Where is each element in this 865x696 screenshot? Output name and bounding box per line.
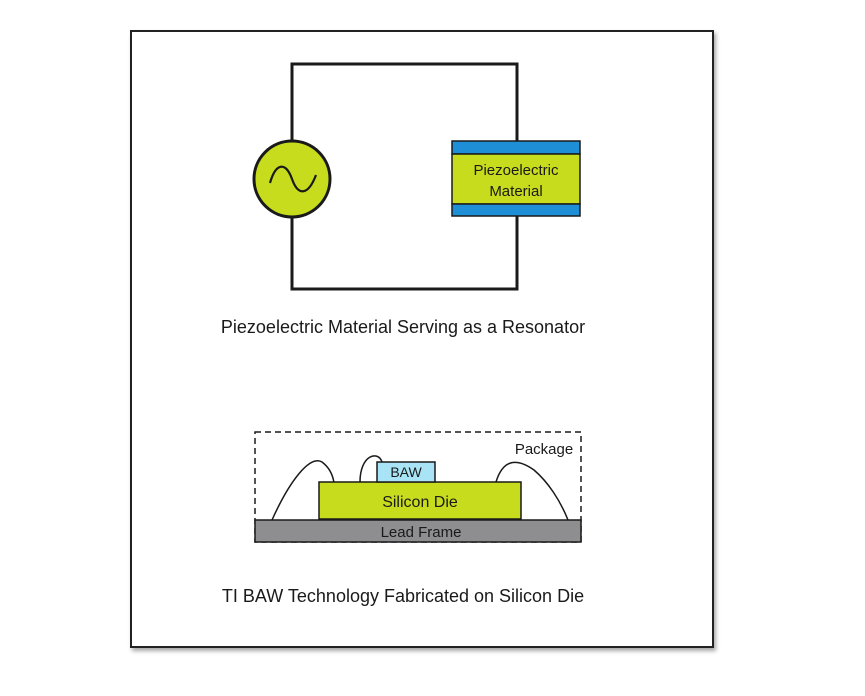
lead-frame-label: Lead Frame <box>381 524 462 541</box>
package-label: Package <box>515 441 573 458</box>
material-label-line2: Material <box>489 183 542 200</box>
lead-frame <box>254 519 582 543</box>
package-label-bg <box>508 437 580 459</box>
baw-package-diagram: Package Lead Frame Silicon Die BAW TI BA… <box>222 431 584 606</box>
sine-wave-source-icon <box>252 139 332 219</box>
baw-caption: TI BAW Technology Fabricated on Silicon … <box>222 586 584 606</box>
sine-wave <box>268 165 318 193</box>
circuit-wire <box>290 62 519 141</box>
package-outline <box>254 431 582 543</box>
silicon-die-label: Silicon Die <box>382 494 458 511</box>
material-label-line1: Piezoelectric <box>473 162 559 179</box>
top-electrode <box>451 140 581 155</box>
bottom-electrode <box>451 203 581 217</box>
resonator-circuit: Piezoelectric Material Piezoelectric Mat… <box>221 62 585 337</box>
bond-wire-left <box>271 460 335 521</box>
circuit-wire-bottom <box>290 216 519 291</box>
baw-label: BAW <box>390 464 422 480</box>
baw-chip <box>376 461 436 483</box>
resonator-caption: Piezoelectric Material Serving as a Reso… <box>221 317 585 337</box>
piezoelectric-stack: Piezoelectric Material <box>451 140 581 217</box>
bond-wire-center <box>359 455 383 483</box>
bond-wire-right <box>495 461 569 521</box>
figure-frame <box>130 30 714 648</box>
